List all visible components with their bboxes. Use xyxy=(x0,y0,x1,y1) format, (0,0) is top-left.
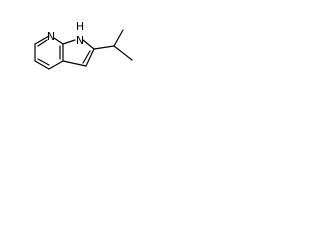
bond-c6-c7-outer xyxy=(34,60,50,70)
bond-c7-c3a xyxy=(48,60,64,70)
bond-nh-c2 xyxy=(82,39,95,50)
bond-c7a-n xyxy=(53,37,64,45)
bond-n-c6-inner xyxy=(37,39,48,47)
molecule-structure: N H N xyxy=(34,20,133,70)
bond-c2-c3-inner xyxy=(82,50,91,64)
bond-c2-c3 xyxy=(85,48,95,67)
atom-label-nh-nitrogen: N xyxy=(76,34,84,47)
molecule-canvas: N H N xyxy=(0,0,173,98)
bond-c4-c5 xyxy=(34,35,50,45)
bond-c3-c3a xyxy=(62,60,87,67)
bond-c6-c7-inner xyxy=(37,58,50,66)
bond-c7a-nh xyxy=(62,39,76,45)
atom-label-nh-hydrogen: H xyxy=(76,20,84,33)
atom-label-ring-nitrogen: N xyxy=(47,30,55,43)
bond-ch-ch3-right xyxy=(113,45,133,61)
bond-ch-ch3-top xyxy=(113,29,124,47)
bond-c2-ch xyxy=(93,45,115,50)
